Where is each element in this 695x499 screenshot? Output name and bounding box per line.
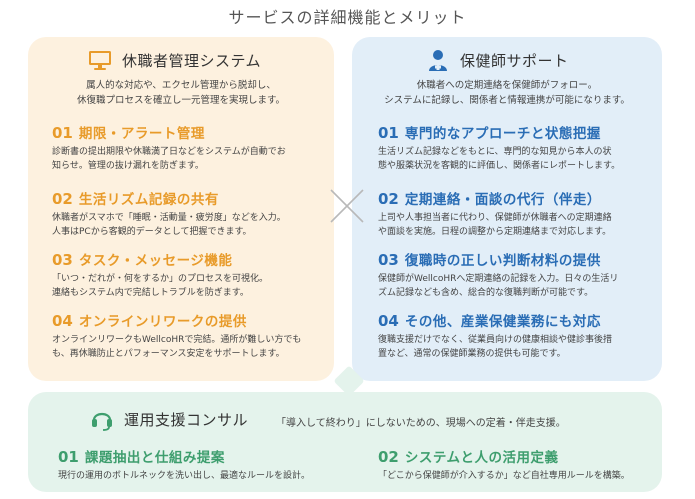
item-desc: や面談を実施。日程の調整から定期連絡まで対応します。 <box>378 227 612 237</box>
consult-title: 運用支援コンサル <box>124 410 249 429</box>
consult-panel <box>28 392 662 492</box>
page-title: サービスの詳細機能とメリット <box>228 8 467 27</box>
item-desc: オンラインリワークもWellcoHRで完結。通所が難しい方でも <box>52 335 302 345</box>
nurse-header: 保健師サポート <box>426 48 569 72</box>
item-number: 02 <box>52 190 73 208</box>
system-item-2: 02 生活リズム記録の共有 休職者がスマホで「睡眠・活動量・疲労度」などを入力。人… <box>52 188 328 239</box>
item-heading: システムと人の活用定義 <box>404 450 559 466</box>
item-heading: 生活リズム記録の共有 <box>78 192 219 208</box>
item-number: 03 <box>52 251 73 269</box>
item-heading: 定期連絡・面談の代行（伴走） <box>404 192 601 208</box>
monitor-icon <box>89 51 111 70</box>
item-heading: 復職時の正しい判断材料の提供 <box>404 253 601 269</box>
item-number: 04 <box>378 312 399 330</box>
item-number: 01 <box>378 124 399 142</box>
item-desc: 休職者がスマホで「睡眠・活動量・疲労度」などを入力。 <box>52 213 286 223</box>
system-intro-line: 休復職プロセスを確立し一元管理を実現します。 <box>76 95 286 106</box>
item-desc: 現行の運用のボトルネックを洗い出し、最適なルールを設計。 <box>58 471 311 481</box>
consult-tagline: 「導入して終わり」にしないための、現場への定着・伴走支援。 <box>276 418 566 429</box>
item-desc: も、再休職防止とパフォーマンス安定をサポートします。 <box>52 349 285 359</box>
system-item-3: 03 タスク・メッセージ機能 「いつ・だれが・何をするか」のプロセスを可視化。連絡… <box>52 249 328 300</box>
item-desc: 知らせ。管理の抜け漏れを防ぎます。 <box>52 161 204 171</box>
item-heading: オンラインリワークの提供 <box>78 314 247 330</box>
item-desc: 上司や人事担当者に代わり、保健師が休職者への定期連絡 <box>378 213 612 223</box>
consultant-icon <box>92 412 112 431</box>
nurse-intro: 休職者への定期連絡を保健師がフォロー。 システムに記録し、関係者と情報連携が可能… <box>362 78 652 108</box>
item-number: 01 <box>58 448 79 466</box>
item-desc: 保健師がWellcoHRへ定期連絡の記録を入力。日々の生活リ <box>378 274 619 284</box>
item-number: 04 <box>52 312 73 330</box>
item-number: 02 <box>378 190 399 208</box>
nurse-item-3: 03 復職時の正しい判断材料の提供 保健師がWellcoHRへ定期連絡の記録を入力… <box>378 249 658 300</box>
nurse-intro-line: システムに記録し、関係者と情報連携が可能になります。 <box>384 95 630 106</box>
nurse-item-4: 04 その他、産業保健業務にも対応 復職支援だけでなく、従業員向けの健康相談や健診… <box>378 310 658 361</box>
system-header: 休職者管理システム <box>88 48 261 72</box>
item-heading: タスク・メッセージ機能 <box>78 253 233 269</box>
nurse-item-1: 01 専門的なアプローチと状態把握 生活リズム記録などをもとに、専門的な知見から本… <box>378 122 658 173</box>
item-number: 03 <box>378 251 399 269</box>
system-intro-line: 属人的な対応や、エクセル管理から脱却し、 <box>86 80 276 91</box>
item-number: 01 <box>52 124 73 142</box>
item-heading: 期限・アラート管理 <box>78 126 205 142</box>
nurse-icon <box>429 50 447 71</box>
item-desc: 人事はPCから客観的データとして把握できます。 <box>52 227 252 237</box>
item-desc: 生活リズム記録などをもとに、専門的な知見から本人の状 <box>378 147 612 157</box>
item-heading: その他、産業保健業務にも対応 <box>404 314 601 330</box>
nurse-panel <box>352 37 662 381</box>
system-panel <box>28 37 334 381</box>
item-desc: 連絡もシステム内で完結しトラブルを防ぎます。 <box>52 288 249 298</box>
system-intro: 属人的な対応や、エクセル管理から脱却し、 休復職プロセスを確立し一元管理を実現し… <box>40 78 322 108</box>
item-desc: 復職支援だけでなく、従業員向けの健康相談や健診事後措 <box>378 335 613 345</box>
item-number: 02 <box>378 448 399 466</box>
item-desc: ズム記録なども含め、総合的な復職判断が可能です。 <box>378 288 594 298</box>
cross-icon <box>330 189 364 223</box>
system-item-4: 04 オンラインリワークの提供 オンラインリワークもWellcoHRで完結。通所が… <box>52 310 328 361</box>
item-heading: 課題抽出と仕組み提案 <box>84 450 225 466</box>
consult-header: 運用支援コンサル <box>90 407 248 431</box>
item-desc: 態や服薬状況を客観的に評価し、関係者にレポートします。 <box>378 161 621 171</box>
item-heading: 専門的なアプローチと状態把握 <box>404 126 601 142</box>
nurse-intro-line: 休職者への定期連絡を保健師がフォロー。 <box>416 80 598 91</box>
system-title: 休職者管理システム <box>122 51 262 70</box>
consult-item-2: 02 システムと人の活用定義 「どこから保健師が介入するか」など自社専用ルールを構… <box>378 446 658 483</box>
item-desc: 「どこから保健師が介入するか」など自社専用ルールを構築。 <box>378 471 630 481</box>
nurse-item-2: 02 定期連絡・面談の代行（伴走） 上司や人事担当者に代わり、保健師が休職者への定… <box>378 188 658 239</box>
consult-item-1: 01 課題抽出と仕組み提案 現行の運用のボトルネックを洗い出し、最適なルールを設計… <box>58 446 348 483</box>
item-desc: 置など、通常の保健師業務の提供も可能です。 <box>378 349 566 359</box>
item-desc: 「いつ・だれが・何をするか」のプロセスを可視化。 <box>52 274 269 284</box>
item-desc: 診断書の提出期限や休職満了日などをシステムが自動でお <box>52 147 286 157</box>
system-item-1: 01 期限・アラート管理 診断書の提出期限や休職満了日などをシステムが自動でお知ら… <box>52 122 328 173</box>
nurse-title: 保健師サポート <box>460 51 569 70</box>
